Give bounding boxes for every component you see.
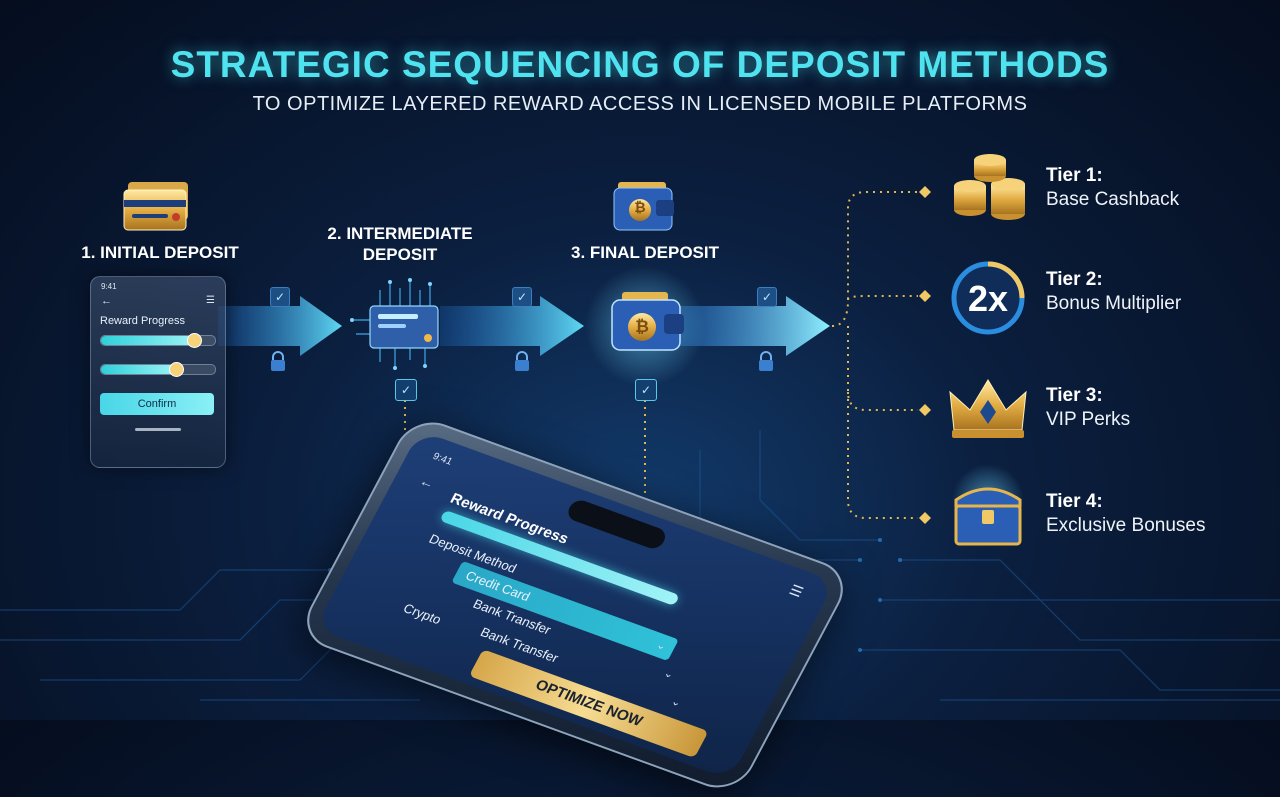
chip-card-icon bbox=[350, 278, 439, 370]
home-indicator bbox=[135, 428, 181, 431]
chevron-down-icon: ⌄ bbox=[661, 667, 676, 682]
tier-2-subtitle: Bonus Multiplier bbox=[1046, 293, 1182, 314]
arrow-3 bbox=[678, 296, 830, 356]
back-arrow-icon[interactable]: ← bbox=[101, 295, 112, 307]
arrow-1 bbox=[218, 296, 342, 356]
tier-4-subtitle: Exclusive Bonuses bbox=[1046, 515, 1206, 536]
tier-3-title: Tier 3: bbox=[1046, 385, 1103, 406]
tier-1-subtitle: Base Cashback bbox=[1046, 189, 1180, 210]
lock-icon bbox=[515, 351, 529, 371]
credit-card-icon bbox=[123, 182, 188, 231]
check-icon: ✓ bbox=[635, 379, 657, 401]
bitcoin-icon: ₿ bbox=[635, 317, 649, 336]
bitcoin-icon: ₿ bbox=[634, 199, 646, 215]
chevron-down-icon: ⌄ bbox=[654, 639, 669, 653]
tier-3-subtitle: VIP Perks bbox=[1046, 409, 1131, 430]
step-2-label: 2. INTERMEDIATE DEPOSIT bbox=[300, 223, 500, 265]
reward-slider-2[interactable] bbox=[100, 362, 216, 377]
page-title: STRATEGIC SEQUENCING OF DEPOSIT METHODS bbox=[170, 44, 1110, 85]
check-icon: ✓ bbox=[757, 287, 777, 307]
slider-knob[interactable] bbox=[187, 333, 203, 348]
tier-4-title: Tier 4: bbox=[1046, 491, 1103, 512]
treasure-chest-icon bbox=[952, 464, 1024, 546]
mini-phone-title: Reward Progress bbox=[100, 315, 185, 327]
slider-knob[interactable] bbox=[169, 362, 185, 377]
lock-icon bbox=[271, 351, 285, 371]
check-icon: ✓ bbox=[512, 287, 532, 307]
crown-icon bbox=[949, 379, 1027, 438]
mini-phone-mockup: 9:41 ← ☰ Reward Progress Confirm bbox=[90, 276, 226, 468]
wallet-icon bbox=[613, 182, 674, 231]
tier-1-title: Tier 1: bbox=[1046, 165, 1103, 186]
menu-icon[interactable]: ☰ bbox=[206, 295, 215, 306]
confirm-button[interactable]: Confirm bbox=[100, 393, 214, 415]
step-1-label: 1. INITIAL DEPOSIT bbox=[81, 243, 239, 262]
multiplier-badge-icon bbox=[951, 261, 1025, 335]
check-icon: ✓ bbox=[395, 379, 417, 401]
lock-icon bbox=[759, 351, 773, 371]
phone-time: 9:41 bbox=[430, 451, 455, 468]
step-2-label-line2: DEPOSIT bbox=[362, 245, 438, 264]
chevron-down-icon: ⌄ bbox=[668, 695, 684, 710]
wallet-glow-icon bbox=[611, 292, 684, 351]
coin-stack-icon bbox=[954, 154, 1025, 220]
menu-icon[interactable]: ☰ bbox=[786, 581, 807, 601]
slider-fill bbox=[101, 336, 195, 345]
slider-fill bbox=[101, 365, 177, 374]
phone-notch bbox=[564, 497, 669, 552]
check-icon: ✓ bbox=[270, 287, 290, 307]
tier-2-title: Tier 2: bbox=[1046, 269, 1103, 290]
arrow-2 bbox=[440, 296, 584, 356]
step-2-label-line1: 2. INTERMEDIATE bbox=[327, 224, 473, 243]
multiplier-badge-text: 2x bbox=[967, 278, 1009, 319]
circuit-background bbox=[0, 154, 1280, 701]
mini-phone-time: 9:41 bbox=[101, 282, 117, 291]
page-subtitle: TO OPTIMIZE LAYERED REWARD ACCESS IN LIC… bbox=[252, 93, 1028, 115]
step-3-label: 3. FINAL DEPOSIT bbox=[571, 243, 719, 262]
option-label: Crypto bbox=[400, 600, 444, 628]
back-arrow-icon[interactable]: ← bbox=[416, 472, 438, 492]
reward-slider-1[interactable] bbox=[100, 333, 216, 348]
